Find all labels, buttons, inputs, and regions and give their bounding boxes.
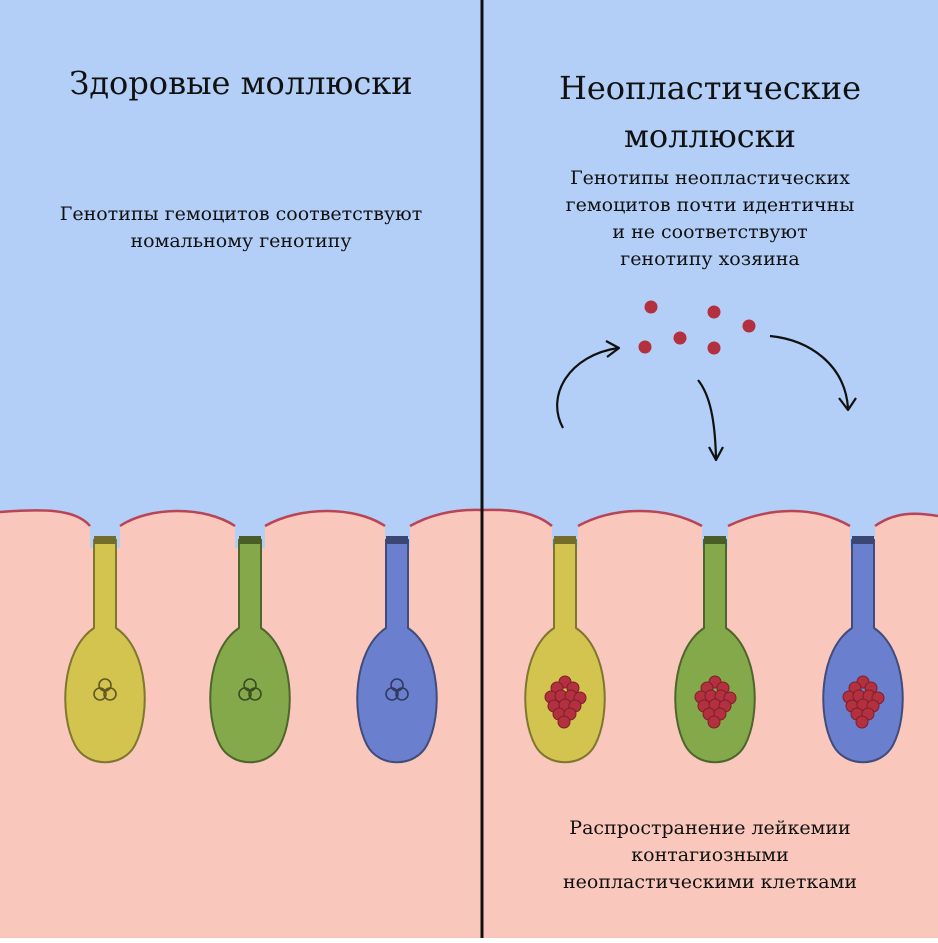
right-title-line-1: Неопластические	[482, 64, 938, 112]
right-subtitle-line-2: гемоцитов почти идентичны	[482, 192, 938, 219]
right-panel-subtitle: Генотипы неопластических гемоцитов почти…	[482, 165, 938, 273]
cell-neck-tip	[239, 536, 261, 544]
free-neoplastic-cell	[674, 332, 687, 345]
cell-neck-tip	[852, 536, 874, 544]
right-subtitle-line-3: и не соответствуют	[482, 219, 938, 246]
cell-neck-tip	[704, 536, 726, 544]
free-neoplastic-cell	[639, 341, 652, 354]
cell-neck-tip	[554, 536, 576, 544]
cell-neck-tip	[386, 536, 408, 544]
right-subtitle-line-4: генотипу хозяина	[482, 246, 938, 273]
right-title-line-2: моллюски	[482, 112, 938, 160]
cell-neck-tip	[94, 536, 116, 544]
neoplastic-cell	[856, 716, 868, 728]
neoplastic-cell	[558, 716, 570, 728]
caption-line-2: контагиозными	[482, 842, 938, 869]
caption-line-3: неопластическими клетками	[482, 869, 938, 896]
free-neoplastic-cell	[743, 320, 756, 333]
caption-line-1: Распространение лейкемии	[482, 815, 938, 842]
right-panel-title: Неопластические моллюски	[482, 64, 938, 160]
free-neoplastic-cell	[708, 306, 721, 319]
left-panel-title: Здоровые моллюски	[0, 64, 482, 102]
left-panel-subtitle: Генотипы гемоцитов соответствуют номальн…	[0, 201, 482, 255]
neoplastic-cell	[708, 716, 720, 728]
free-neoplastic-cell	[708, 342, 721, 355]
right-subtitle-line-1: Генотипы неопластических	[482, 165, 938, 192]
left-subtitle-line-2: номальному генотипу	[0, 228, 482, 255]
left-subtitle-line-1: Генотипы гемоцитов соответствуют	[0, 201, 482, 228]
bottom-caption: Распространение лейкемии контагиозными н…	[482, 815, 938, 896]
free-neoplastic-cell	[645, 301, 658, 314]
